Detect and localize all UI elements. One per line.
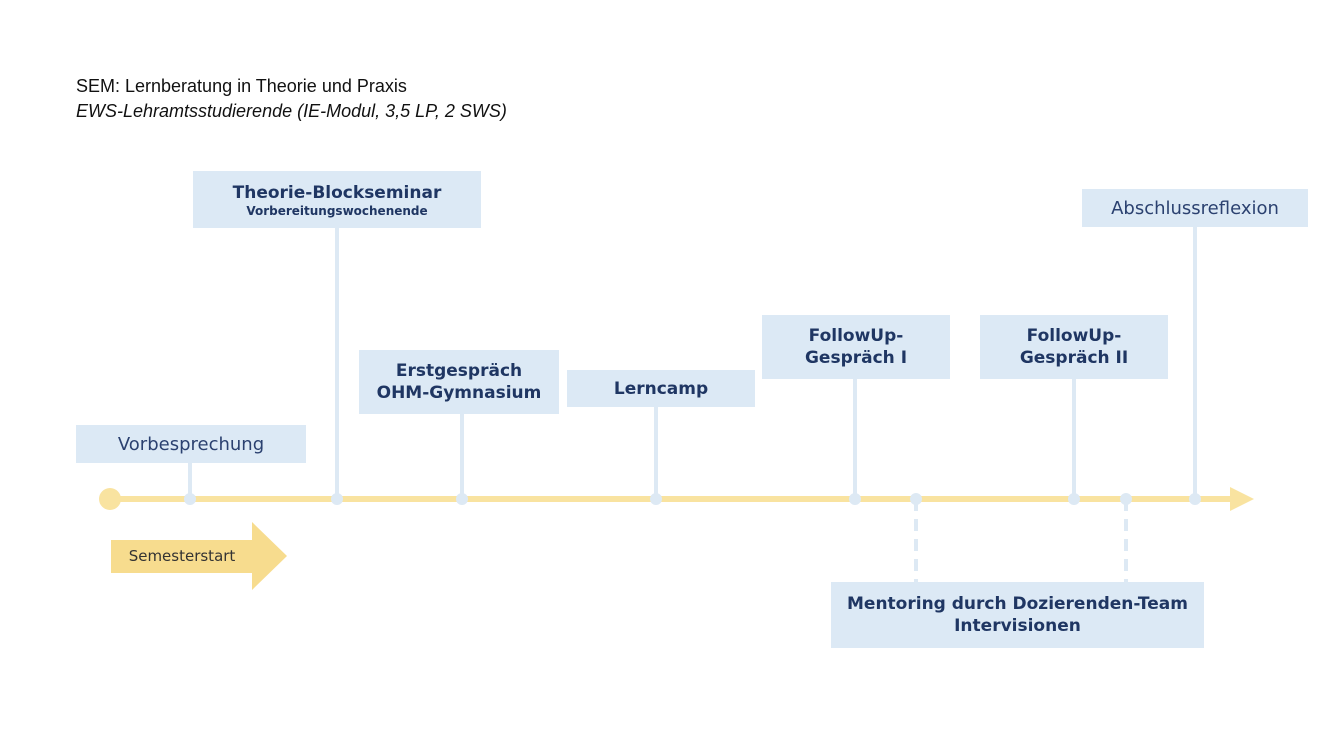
mentoring-label: Mentoring durch Dozierenden-Team Intervi… — [847, 594, 1188, 636]
semesterstart-arrow — [111, 522, 287, 590]
node-theorie — [331, 493, 343, 505]
timeline-start-dot — [99, 488, 121, 510]
header: SEM: Lernberatung in Theorie und Praxis … — [76, 74, 507, 124]
seminar-subtitle: EWS-Lehramtsstudierende (IE-Modul, 3,5 L… — [76, 101, 507, 121]
milestone-mentoring: Mentoring durch Dozierenden-Team Intervi… — [831, 582, 1204, 648]
milestone-theorie-blockseminar: Theorie-Blockseminar Vorbereitungswochen… — [193, 171, 481, 228]
timeline-arrowhead — [1230, 487, 1254, 511]
theorie-title: Theorie-Blockseminar — [232, 182, 442, 203]
milestone-followup-2: FollowUp- Gespräch II — [980, 315, 1168, 379]
milestone-abschlussreflexion: Abschlussreflexion — [1082, 189, 1308, 227]
seminar-title: SEM: Lernberatung in Theorie und Praxis — [76, 76, 407, 96]
lerncamp-label: Lerncamp — [613, 378, 709, 399]
followup2-label: FollowUp- Gespräch II — [1019, 326, 1129, 368]
followup1-label: FollowUp- Gespräch I — [804, 326, 908, 368]
theorie-subtitle: Vorbereitungswochenende — [246, 203, 428, 218]
node-abschluss — [1189, 493, 1201, 505]
node-mentoring-left — [910, 493, 922, 505]
vorbesprechung-label: Vorbesprechung — [117, 433, 265, 455]
erstgespraech-label: Erstgespräch OHM-Gymnasium — [376, 361, 542, 403]
milestone-lerncamp: Lerncamp — [567, 370, 755, 407]
node-erstgespraech — [456, 493, 468, 505]
node-lerncamp — [650, 493, 662, 505]
milestone-erstgespraech: Erstgespräch OHM-Gymnasium — [359, 350, 559, 414]
node-mentoring-right — [1120, 493, 1132, 505]
abschluss-label: Abschlussreflexion — [1111, 197, 1279, 219]
node-followup1 — [849, 493, 861, 505]
node-vorbesprechung — [184, 493, 196, 505]
milestone-followup-1: FollowUp- Gespräch I — [762, 315, 950, 379]
node-followup2 — [1068, 493, 1080, 505]
milestone-vorbesprechung: Vorbesprechung — [76, 425, 306, 463]
semesterstart-label: Semesterstart — [128, 547, 236, 565]
